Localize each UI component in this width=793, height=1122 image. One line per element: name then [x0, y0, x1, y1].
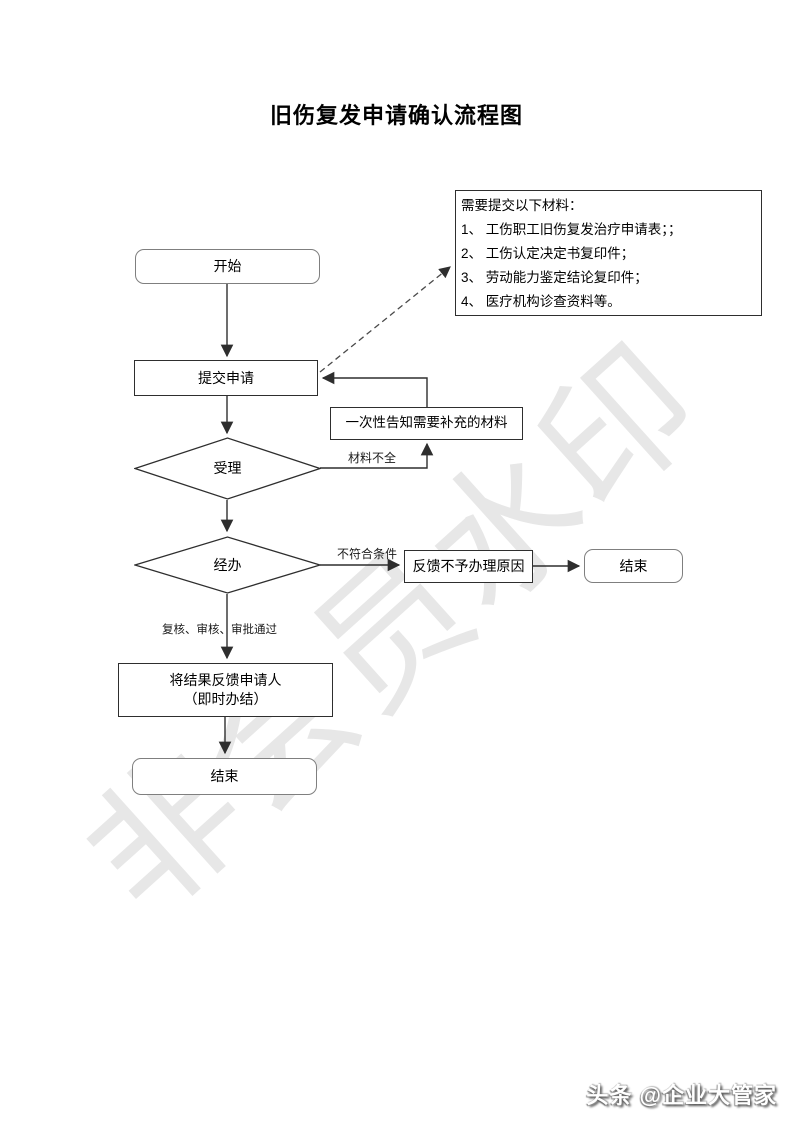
node-start: 开始: [135, 249, 320, 284]
node-submit-application: 提交申请: [134, 360, 318, 396]
node-reject-reason-label: 反馈不予办理原因: [412, 558, 525, 575]
node-end-bottom: 结束: [132, 758, 317, 795]
node-end-right-label: 结束: [619, 557, 648, 574]
node-accept-label: 受理: [213, 460, 242, 477]
page-title: 旧伤复发申请确认流程图: [269, 103, 523, 128]
node-start-label: 开始: [213, 258, 242, 275]
materials-note-box: 需要提交以下材料： 1、 工伤职工旧伤复发治疗申请表；； 2、 工伤认定决定书复…: [455, 190, 762, 316]
materials-note-heading: 需要提交以下材料：: [461, 198, 583, 213]
edge-submit-to-materials-dashed: [319, 266, 451, 373]
edge-label-approved: 复核、审核、审批通过: [162, 624, 277, 636]
node-result-feedback: 将结果反馈申请人 （即时办结）: [118, 663, 333, 717]
node-notify-supplement: 一次性告知需要补充的材料: [330, 407, 523, 440]
node-end-right: 结束: [584, 549, 683, 583]
node-notify-label: 一次性告知需要补充的材料: [345, 415, 508, 431]
credit-text: 头条 @企业大管家: [586, 1083, 777, 1108]
node-end-bottom-label: 结束: [210, 768, 239, 785]
node-process-label: 经办: [213, 556, 242, 573]
edge-notify-to-submit: [321, 371, 428, 407]
materials-note-item: 2、 工伤认定决定书复印件；: [461, 246, 635, 261]
materials-note-item: 3、 劳动能力鉴定结论复印件；: [461, 270, 648, 285]
node-process-decision: 经办: [134, 536, 321, 594]
node-accept-decision: 受理: [134, 437, 321, 500]
node-submit-label: 提交申请: [198, 369, 254, 386]
node-reject-reason: 反馈不予办理原因: [404, 550, 533, 583]
materials-note-item: 4、 医疗机构诊查资料等。: [461, 294, 621, 309]
node-result-line2: （即时办结）: [183, 691, 268, 707]
edge-label-not-eligible: 不符合条件: [337, 547, 398, 561]
materials-note-item: 1、 工伤职工旧伤复发治疗申请表；；: [461, 222, 682, 237]
node-result-line1: 将结果反馈申请人: [169, 672, 282, 689]
edge-label-materials-incomplete: 材料不全: [348, 451, 397, 465]
